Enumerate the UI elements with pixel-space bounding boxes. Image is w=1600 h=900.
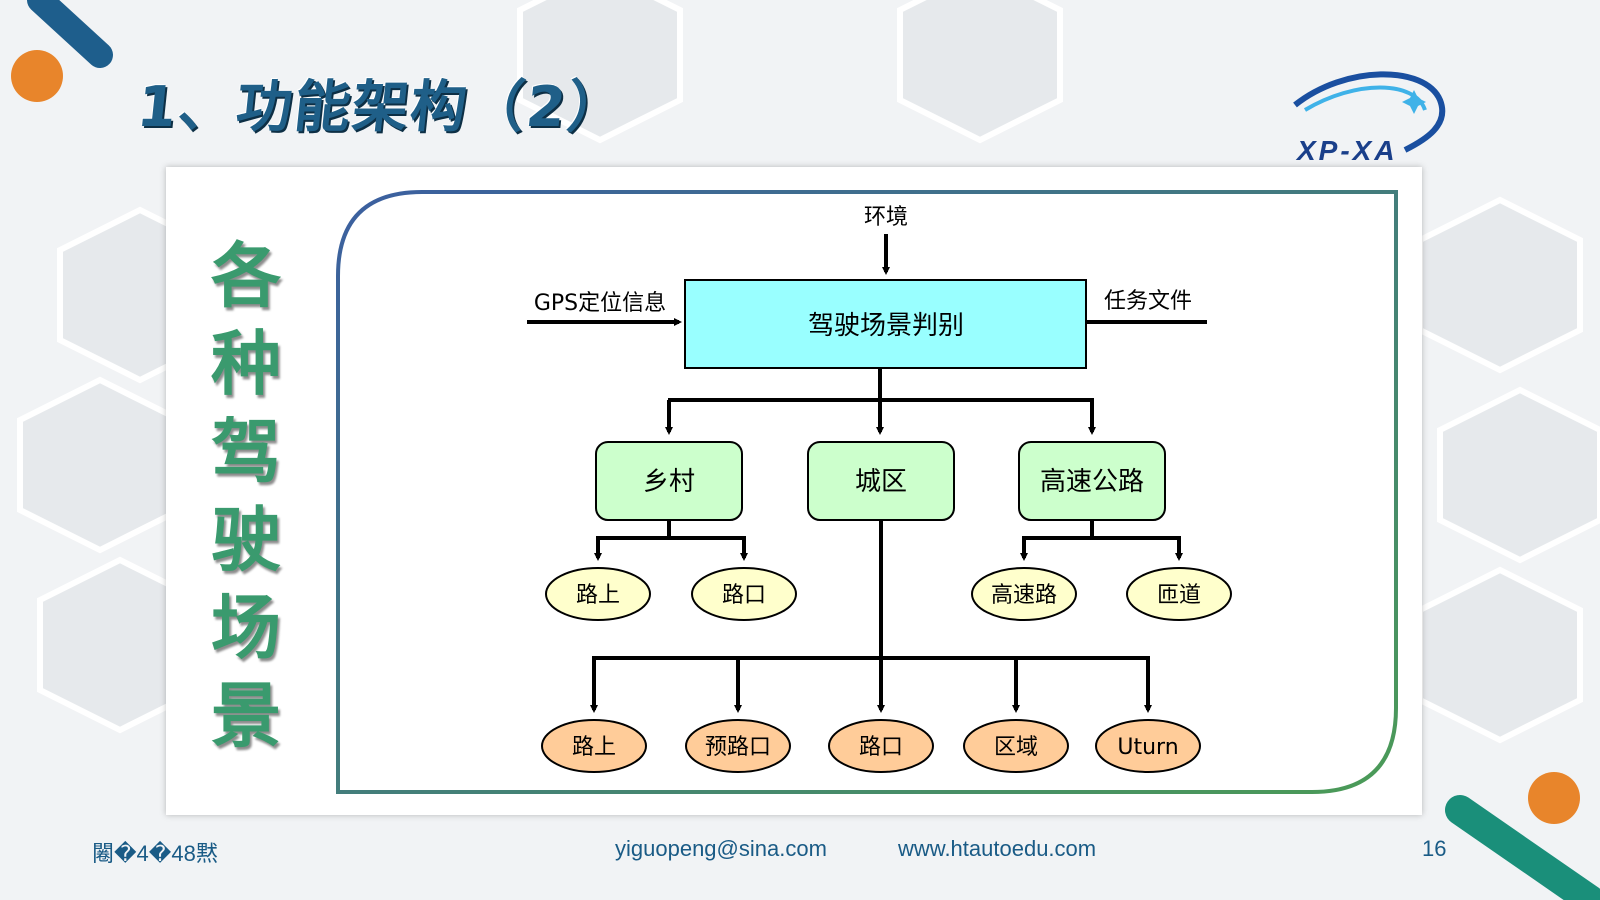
slide-title: 1、功能架构（2） — [134, 75, 629, 140]
vertical-title: 各 种 驾 驶 场 景 — [210, 232, 282, 760]
leaf-label: 高速路 — [991, 583, 1057, 608]
leaf-urban-road — [541, 719, 647, 773]
input-label-task-file: 任务文件 — [1104, 289, 1192, 314]
main-box-scene-judgment — [684, 279, 1087, 369]
category-label-urban: 城区 — [855, 467, 907, 497]
category-label-highway: 高速公路 — [1040, 467, 1144, 497]
leaf-pre-intersection — [685, 719, 791, 773]
vertical-title-char: 种 — [211, 323, 281, 405]
leaf-expressway — [971, 567, 1077, 621]
leaf-label: 预路口 — [705, 735, 771, 760]
leaf-label: 路口 — [722, 583, 766, 608]
leaf-ramp — [1126, 567, 1232, 621]
logo-text: XP-XA — [1295, 135, 1398, 166]
leaf-rural-intersection — [691, 567, 797, 621]
footer-website[interactable]: www.htautoedu.com — [898, 836, 1097, 861]
vertical-title-char: 景 — [211, 675, 281, 757]
leaf-uturn — [1095, 719, 1201, 773]
page-number: 16 — [1422, 836, 1447, 861]
category-label-rural: 乡村 — [643, 467, 695, 497]
leaf-zone — [963, 719, 1069, 773]
leaf-label: 区域 — [994, 735, 1038, 760]
vertical-title-char: 驾 — [211, 411, 281, 493]
leaf-label: 路上 — [576, 583, 620, 608]
input-label-environment: 环境 — [864, 205, 908, 230]
input-label-gps: GPS定位信息 — [534, 291, 666, 316]
vertical-title-char: 驶 — [211, 499, 281, 581]
leaf-rural-road — [545, 567, 651, 621]
scenario-diagram: 环境 GPS定位信息 任务文件 驾驶场景判别 乡村 城区 高速公路 — [336, 190, 1398, 794]
logo-swoosh-icon: XP-XA — [1293, 71, 1446, 166]
bottom-right-decoration — [1445, 772, 1600, 900]
vertical-title-char: 场 — [211, 587, 281, 669]
leaf-label: Uturn — [1117, 735, 1178, 760]
leaf-label: 路上 — [572, 735, 616, 760]
footer-email[interactable]: yiguopeng@sina.com — [615, 836, 827, 861]
leaf-label: 匝道 — [1157, 583, 1201, 608]
top-left-decoration — [11, 0, 113, 102]
main-box-label: 驾驶场景判别 — [808, 311, 964, 341]
leaf-label: 路口 — [859, 735, 903, 760]
vertical-title-char: 各 — [211, 235, 281, 317]
footer-left-text: 闂�4�48黙 — [92, 841, 218, 866]
company-logo: XP-XA — [1285, 70, 1460, 170]
leaf-urban-intersection — [828, 719, 934, 773]
